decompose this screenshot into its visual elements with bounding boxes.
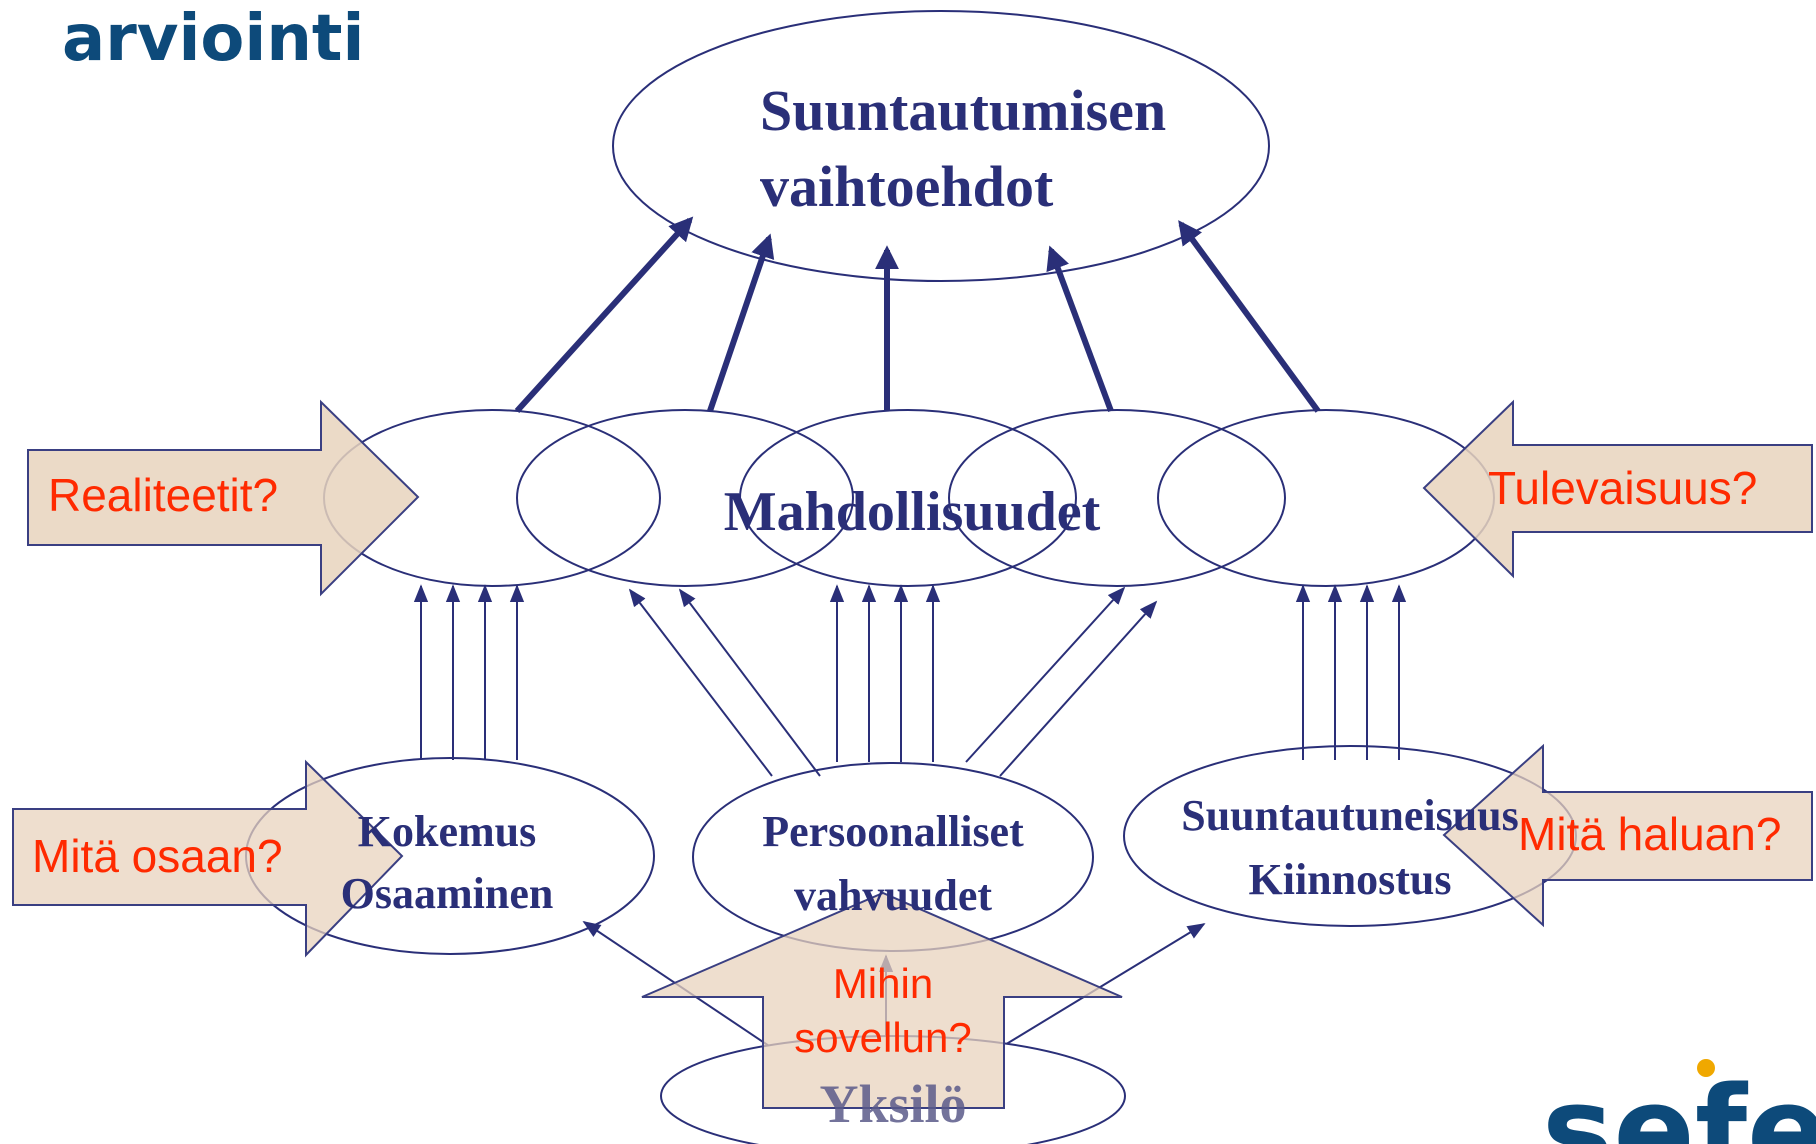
arrow-possibility5-to-top	[1178, 220, 1321, 413]
logo-dot	[1697, 1059, 1715, 1077]
strengths-label-line1: Persoonalliset	[762, 807, 1024, 856]
possibility-ellipse-4	[948, 409, 1286, 587]
top-node-ellipse	[612, 10, 1270, 282]
realities-arrow-shape	[27, 399, 420, 597]
apply-question-line1: Mihin	[833, 960, 933, 1007]
arrow-strength-left-2	[678, 588, 821, 777]
interests-label-line2: Kiinnostus	[1249, 855, 1452, 904]
top-node-line1: Suuntautumisen	[760, 78, 1166, 143]
strengths-label-line2: vahvuudet	[794, 871, 992, 920]
skills-question: Mitä osaan?	[32, 830, 283, 882]
arrow-possibility1-to-top	[514, 216, 694, 414]
wants-question: Mitä haluan?	[1518, 808, 1781, 860]
thick-arrows	[514, 216, 1321, 414]
interests-label-line1: Suuntautuneisuus	[1181, 791, 1519, 840]
skills-label-line1: Kokemus	[358, 807, 536, 856]
skills-arrow-shape	[12, 759, 404, 958]
question-arrows	[12, 399, 1813, 1109]
arrow-strength-right-2	[999, 600, 1158, 777]
possibilities-label: Mahdollisuudet	[724, 481, 1101, 543]
page-heading: arviointi	[62, 2, 364, 76]
future-question: Tulevaisuus?	[1488, 462, 1757, 514]
apply-question-line2: sovellun?	[794, 1014, 971, 1061]
realities-question: Realiteetit?	[48, 469, 278, 521]
top-node: Suuntautumisen vaihtoehdot	[612, 10, 1270, 282]
apply-arrow-shape	[641, 891, 1123, 1109]
arrow-possibility2-to-top	[707, 233, 775, 412]
sefe-logo: sefe	[1542, 1059, 1816, 1144]
logo-text: sefe	[1542, 1062, 1816, 1144]
possibilities-group: Mahdollisuudet	[323, 409, 1495, 587]
arrow-strength-left-1	[628, 588, 773, 777]
future-arrow-shape	[1422, 399, 1813, 579]
skills-label-line2: Osaaminen	[341, 869, 554, 918]
thin-arrows-up	[413, 584, 1407, 777]
wants-arrow-shape	[1442, 743, 1813, 928]
root-label: Yksilö	[819, 1074, 966, 1134]
bottom-row-labels: Kokemus Osaaminen Persoonalliset vahvuud…	[341, 791, 1519, 1134]
arrow-possibility4-to-top	[1046, 245, 1114, 413]
top-node-line2: vaihtoehdot	[760, 154, 1054, 219]
question-labels: Realiteetit? Tulevaisuus? Mitä osaan? Mi…	[32, 462, 1781, 1061]
arrow-strength-right-1	[965, 586, 1126, 763]
possibility-ellipse-2	[516, 409, 854, 587]
